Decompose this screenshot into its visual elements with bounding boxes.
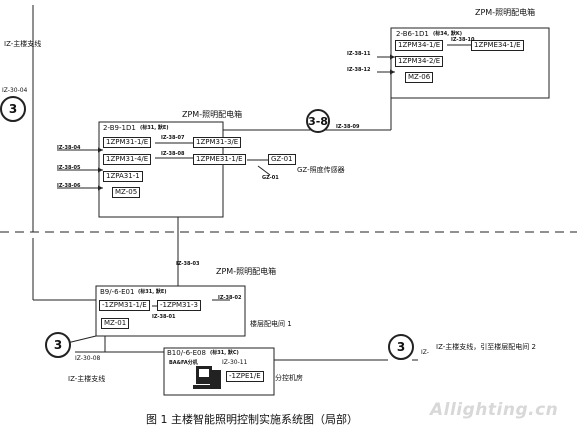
panel-top-cell-2: 1ZPM34-2/E xyxy=(395,56,444,67)
panel-mid-title: ZPM-照明配电箱 xyxy=(182,110,243,119)
bottom-left-code: IZ-30-08 xyxy=(75,355,101,362)
link-iz-38-06: IZ-38-06 xyxy=(57,183,81,189)
panel-low-title: ZPM-照明配电箱 xyxy=(216,267,277,276)
panel-bottom-name: B10/-6-E08 xyxy=(167,349,206,357)
panel-top-note: (标34, 默K) xyxy=(433,31,463,37)
panel-mid-cell-6: 1ZPME31-1/E xyxy=(193,154,246,165)
riser-code: IZ-30-04 xyxy=(2,87,28,94)
panel-mid-name: 2-B9-1D1 xyxy=(103,124,136,132)
panel-mid-cell-3: 1ZPA31-1 xyxy=(103,171,143,182)
panel-top-cell-4: 1ZPME34-1/E xyxy=(471,40,524,51)
bottom-iz-30-11: IZ-30-11 xyxy=(222,359,248,366)
link-iz-38-08: IZ-38-08 xyxy=(161,151,185,157)
sensor-box: GZ-01 xyxy=(268,154,296,165)
panel-mid-cell-2: 1ZPM31-4/E xyxy=(103,154,152,165)
computer-icon xyxy=(193,366,221,389)
panel-bottom-cell-1: -1ZPE1/E xyxy=(226,371,264,382)
link-iz-38-12: IZ-38-12 xyxy=(347,67,371,73)
cable-iz-38-09: IZ-38-09 xyxy=(336,124,360,130)
panel-low-cell-2: -1ZPM31-3 xyxy=(157,300,201,311)
panel-mid-note: (标31, 默E) xyxy=(140,125,169,131)
panel-top-title: ZPM-照明配电箱 xyxy=(475,8,536,17)
bottom-right-label: IZ-主楼支线，引至楼层配电间 2 xyxy=(436,343,536,351)
panel-top-cell-3: MZ-06 xyxy=(405,72,434,83)
link-iz-38-07: IZ-38-07 xyxy=(161,135,185,141)
circle-ref-left: 3 xyxy=(0,96,26,122)
panel-low-cell-3: MZ-01 xyxy=(101,318,130,329)
panel-bottom-note: (标31, 默C) xyxy=(210,350,239,356)
bottom-right-prefix: IZ- xyxy=(421,349,429,356)
link-iz-38-10: IZ-38-10 xyxy=(451,37,475,43)
sensor-label: GZ-照度传感器 xyxy=(297,166,345,174)
link-iz-38-11: IZ-38-11 xyxy=(347,51,371,57)
panel-low-box xyxy=(95,285,246,337)
sensor-code-small: GZ-01 xyxy=(262,175,279,181)
control-room-label: 分控机房 xyxy=(275,374,303,382)
riser-label: IZ-主楼支线 xyxy=(4,40,42,48)
panel-low-note: (标31, 默E) xyxy=(138,289,167,295)
panel-mid-cell-4: MZ-05 xyxy=(112,187,141,198)
link-iz-38-04: IZ-38-04 xyxy=(57,145,81,151)
baafa-label: BA&FA分机 xyxy=(169,360,198,366)
figure-caption: 图 1 主楼智能照明控制实施系统图（局部） xyxy=(146,413,358,426)
panel-bottom-box xyxy=(163,347,275,396)
panel-top-name: 2-B6-1D1 xyxy=(396,30,429,38)
bottom-left-label: IZ-主楼支线 xyxy=(68,375,106,383)
panel-top-cell-1: 1ZPM34-1/E xyxy=(395,40,444,51)
floor-room-1-label: 楼层配电间 1 xyxy=(250,320,292,328)
watermark: Allighting.cn xyxy=(430,400,559,420)
link-iz-38-02: IZ-38-02 xyxy=(218,295,242,301)
panel-top-box xyxy=(390,27,550,99)
panel-low-name: B9/-6-E01 xyxy=(100,288,135,296)
panel-mid-cell-5: 1ZPM31-3/E xyxy=(193,137,242,148)
panel-mid-cell-1: 1ZPM31-1/E xyxy=(103,137,152,148)
panel-low-cell-1: -1ZPM31-1/E xyxy=(99,300,150,311)
circle-ref-3-8: 3-8 xyxy=(306,109,330,133)
link-iz-38-05: IZ-38-05 xyxy=(57,165,81,171)
circle-ref-bottom-left: 3 xyxy=(45,332,71,358)
circle-ref-bottom-right: 3 xyxy=(388,334,414,360)
link-iz-38-01: IZ-38-01 xyxy=(152,314,176,320)
cable-iz-38-03: IZ-38-03 xyxy=(176,261,200,267)
